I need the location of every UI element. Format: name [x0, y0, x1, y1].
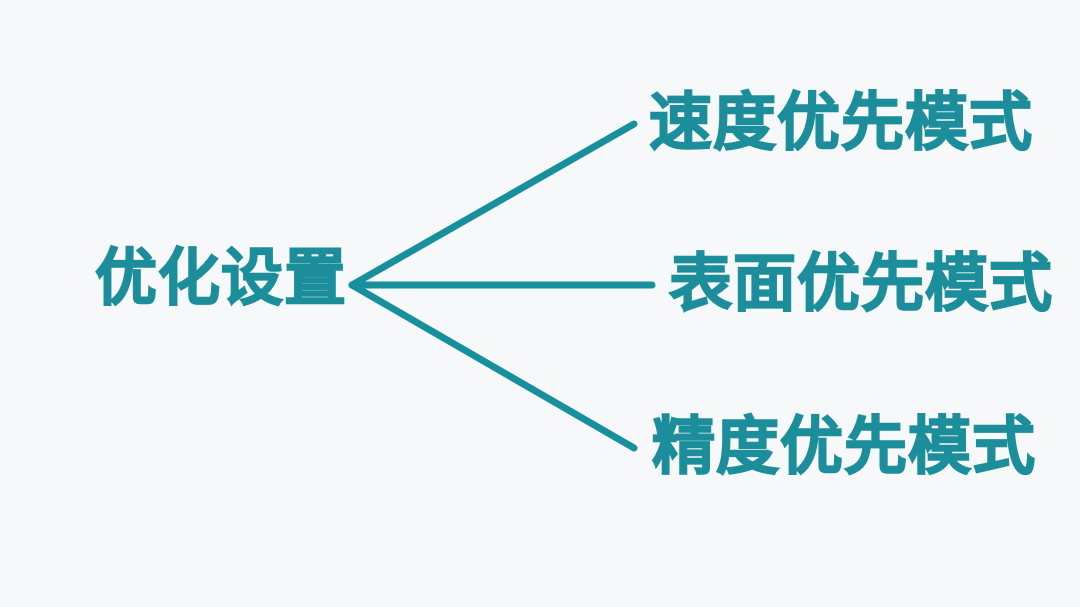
branch-node-surface-priority: 表面优先模式: [668, 249, 1053, 319]
connector-line-top: [348, 120, 638, 289]
connector-line-bottom: [348, 281, 638, 452]
branch-node-speed-priority: 速度优先模式: [648, 88, 1033, 158]
root-node-label: 优化设置: [94, 244, 348, 313]
branch-node-precision-priority: 精度优先模式: [651, 412, 1036, 482]
